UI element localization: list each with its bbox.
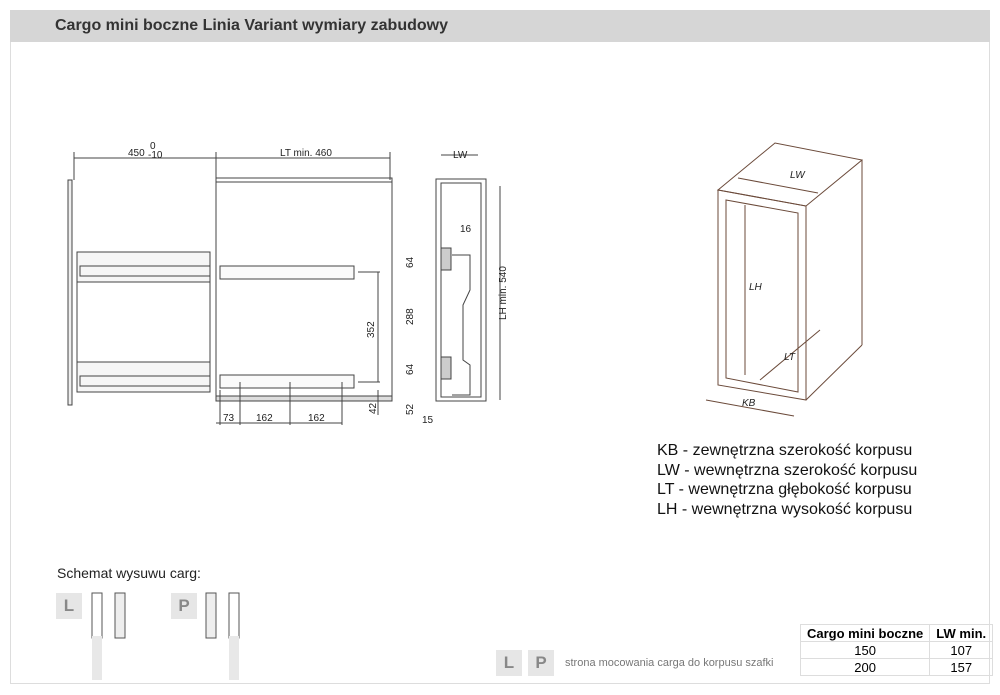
lh-dim: LH min. 540 (498, 266, 509, 320)
d16-dim: 16 (460, 224, 472, 235)
cell: 157 (929, 658, 994, 676)
mount-note: strona mocowania carga do korpusu szafki (565, 657, 774, 669)
page-title: Cargo mini boczne Linia Variant wymiary … (55, 17, 448, 34)
cabinet-isometric: LW LH LT KB (705, 142, 864, 417)
side-view: 450 0 -10 LT min. 460 352 42 73 162 162 (67, 141, 393, 425)
lt-dim: LT min. 460 (280, 148, 332, 159)
lw-dim: LW (453, 150, 468, 161)
col-header: LW min. (929, 624, 994, 642)
cell: 200 (799, 658, 931, 676)
legend-lw: LW - wewnętrzna szerokość korpusu (657, 461, 918, 479)
schemat-diagram (91, 592, 240, 680)
title-bar: Cargo mini boczne Linia Variant wymiary … (10, 10, 990, 42)
front-view: LW 16 64 288 64 52 15 LH min. 540 (405, 150, 509, 426)
iso-kb: KB (742, 398, 756, 409)
d64a-dim: 64 (405, 256, 416, 268)
cell: 150 (799, 641, 931, 659)
legend: KB - zewnętrzna szerokość korpusu LW - w… (657, 441, 917, 519)
legend-lt: LT - wewnętrzna głębokość korpusu (657, 481, 912, 498)
iso-lt: LT (784, 352, 796, 363)
legend-lh: LH - wewnętrzna wysokość korpusu (657, 500, 913, 518)
depth-dim: 450 (128, 148, 145, 159)
iso-lw: LW (790, 170, 806, 181)
left-tag: L (56, 593, 82, 619)
content-frame (10, 42, 990, 684)
legend-kb: KB - zewnętrzna szerokość korpusu (657, 442, 913, 459)
d288-dim: 288 (405, 308, 416, 325)
d15-dim: 15 (422, 415, 434, 426)
col-header: Cargo mini boczne (799, 624, 931, 642)
d162a-dim: 162 (256, 413, 273, 424)
d52-dim: 52 (405, 403, 416, 415)
d73-dim: 73 (223, 413, 235, 424)
iso-lh: LH (749, 282, 763, 293)
cell: 107 (929, 641, 994, 659)
d162b-dim: 162 (308, 413, 325, 424)
right-tag: P (171, 593, 197, 619)
tol-upper: 0 (150, 141, 156, 152)
schemat-label: Schemat wysuwu carg: (57, 565, 201, 581)
h42-dim: 42 (368, 402, 379, 414)
d64b-dim: 64 (405, 363, 416, 375)
tol-lower: -10 (148, 150, 163, 161)
mount-p-tag: P (528, 650, 554, 676)
mount-l-tag: L (496, 650, 522, 676)
h352-dim: 352 (366, 321, 377, 338)
